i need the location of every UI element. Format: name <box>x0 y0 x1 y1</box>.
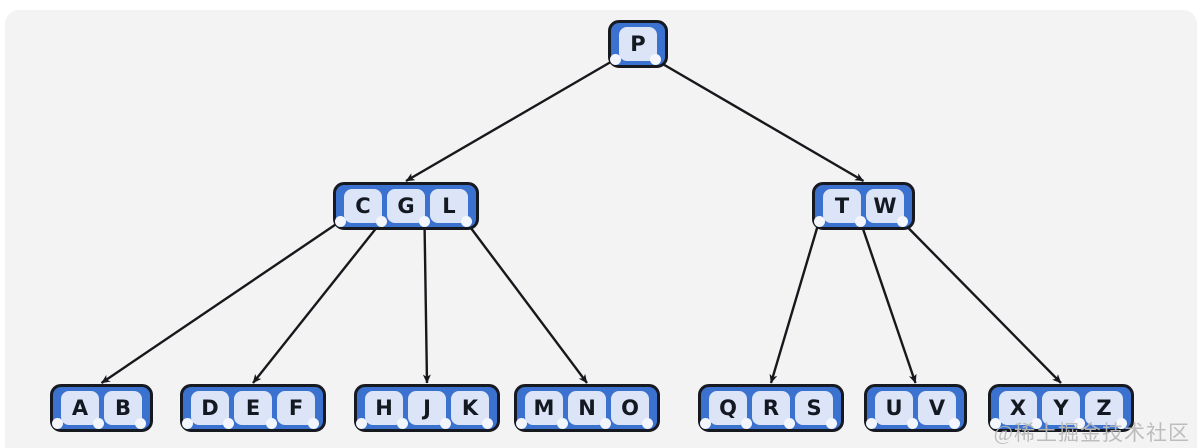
child-pointer-dot <box>419 216 430 227</box>
child-pointer-dot <box>376 216 387 227</box>
key-cell: Q <box>709 391 747 425</box>
child-pointer-dot <box>334 216 346 227</box>
key-cell: Y <box>1042 391 1080 425</box>
tree-edge-tw-xyz <box>901 220 1062 384</box>
child-pointer-dot <box>989 418 1001 429</box>
child-pointer-dot <box>223 418 234 429</box>
tree-edge-cgl-hjk <box>422 221 431 384</box>
key-cell: R <box>752 391 790 425</box>
key-cell: U <box>875 391 913 425</box>
tree-edge-cgl-ab <box>100 220 341 384</box>
child-pointer-dot <box>825 418 837 429</box>
child-pointer-dot <box>699 418 711 429</box>
key-cell: G <box>387 189 425 223</box>
key-cell: A <box>61 391 99 425</box>
child-pointer-dot <box>440 418 451 429</box>
key-cell: X <box>999 391 1037 425</box>
child-pointer-dot <box>741 418 752 429</box>
tree-edge-cgl-mno <box>465 220 588 384</box>
key-cell: J <box>408 391 446 425</box>
tree-edge-tw-uv <box>859 221 917 384</box>
child-pointer-dot <box>609 54 621 65</box>
key-cell: C <box>344 189 382 223</box>
key-cell: H <box>365 391 403 425</box>
key-cell: D <box>191 391 229 425</box>
tree-edge-root-cgl <box>405 58 616 183</box>
btree-node-root: P <box>608 20 668 68</box>
key-cell: E <box>234 391 272 425</box>
child-pointer-dot <box>907 418 918 429</box>
key-cell: K <box>451 391 489 425</box>
child-pointer-dot <box>1115 418 1127 429</box>
child-pointer-dot <box>181 418 193 429</box>
child-pointer-dot <box>93 418 104 429</box>
child-pointer-dot <box>460 216 472 227</box>
child-pointer-dot <box>641 418 653 429</box>
key-cell: M <box>525 391 563 425</box>
tree-edge-cgl-def <box>252 220 383 384</box>
child-pointer-dot <box>948 418 960 429</box>
child-pointer-dot <box>51 418 63 429</box>
key-cell: N <box>568 391 606 425</box>
key-cell: T <box>823 189 861 223</box>
tree-edge-root-tw <box>654 58 865 183</box>
child-pointer-dot <box>557 418 568 429</box>
child-pointer-dot <box>600 418 611 429</box>
child-pointer-dot <box>355 418 367 429</box>
watermark-text: @稀土掘金技术社区 <box>993 421 1190 445</box>
child-pointer-dot <box>855 216 866 227</box>
child-pointer-dot <box>865 418 877 429</box>
child-pointer-dot <box>134 418 146 429</box>
child-pointer-dot <box>896 216 908 227</box>
child-pointer-dot <box>784 418 795 429</box>
child-pointer-dot <box>397 418 408 429</box>
child-pointer-dot <box>649 54 661 65</box>
child-pointer-dot <box>481 418 493 429</box>
diagram-canvas <box>5 10 1197 448</box>
child-pointer-dot <box>307 418 319 429</box>
key-cell: V <box>918 391 956 425</box>
key-cell: F <box>277 391 315 425</box>
tree-edge-tw-qrs <box>769 221 821 384</box>
child-pointer-dot <box>813 216 825 227</box>
child-pointer-dot <box>515 418 527 429</box>
child-pointer-dot <box>266 418 277 429</box>
child-pointer-dot <box>1074 418 1085 429</box>
child-pointer-dot <box>1031 418 1042 429</box>
